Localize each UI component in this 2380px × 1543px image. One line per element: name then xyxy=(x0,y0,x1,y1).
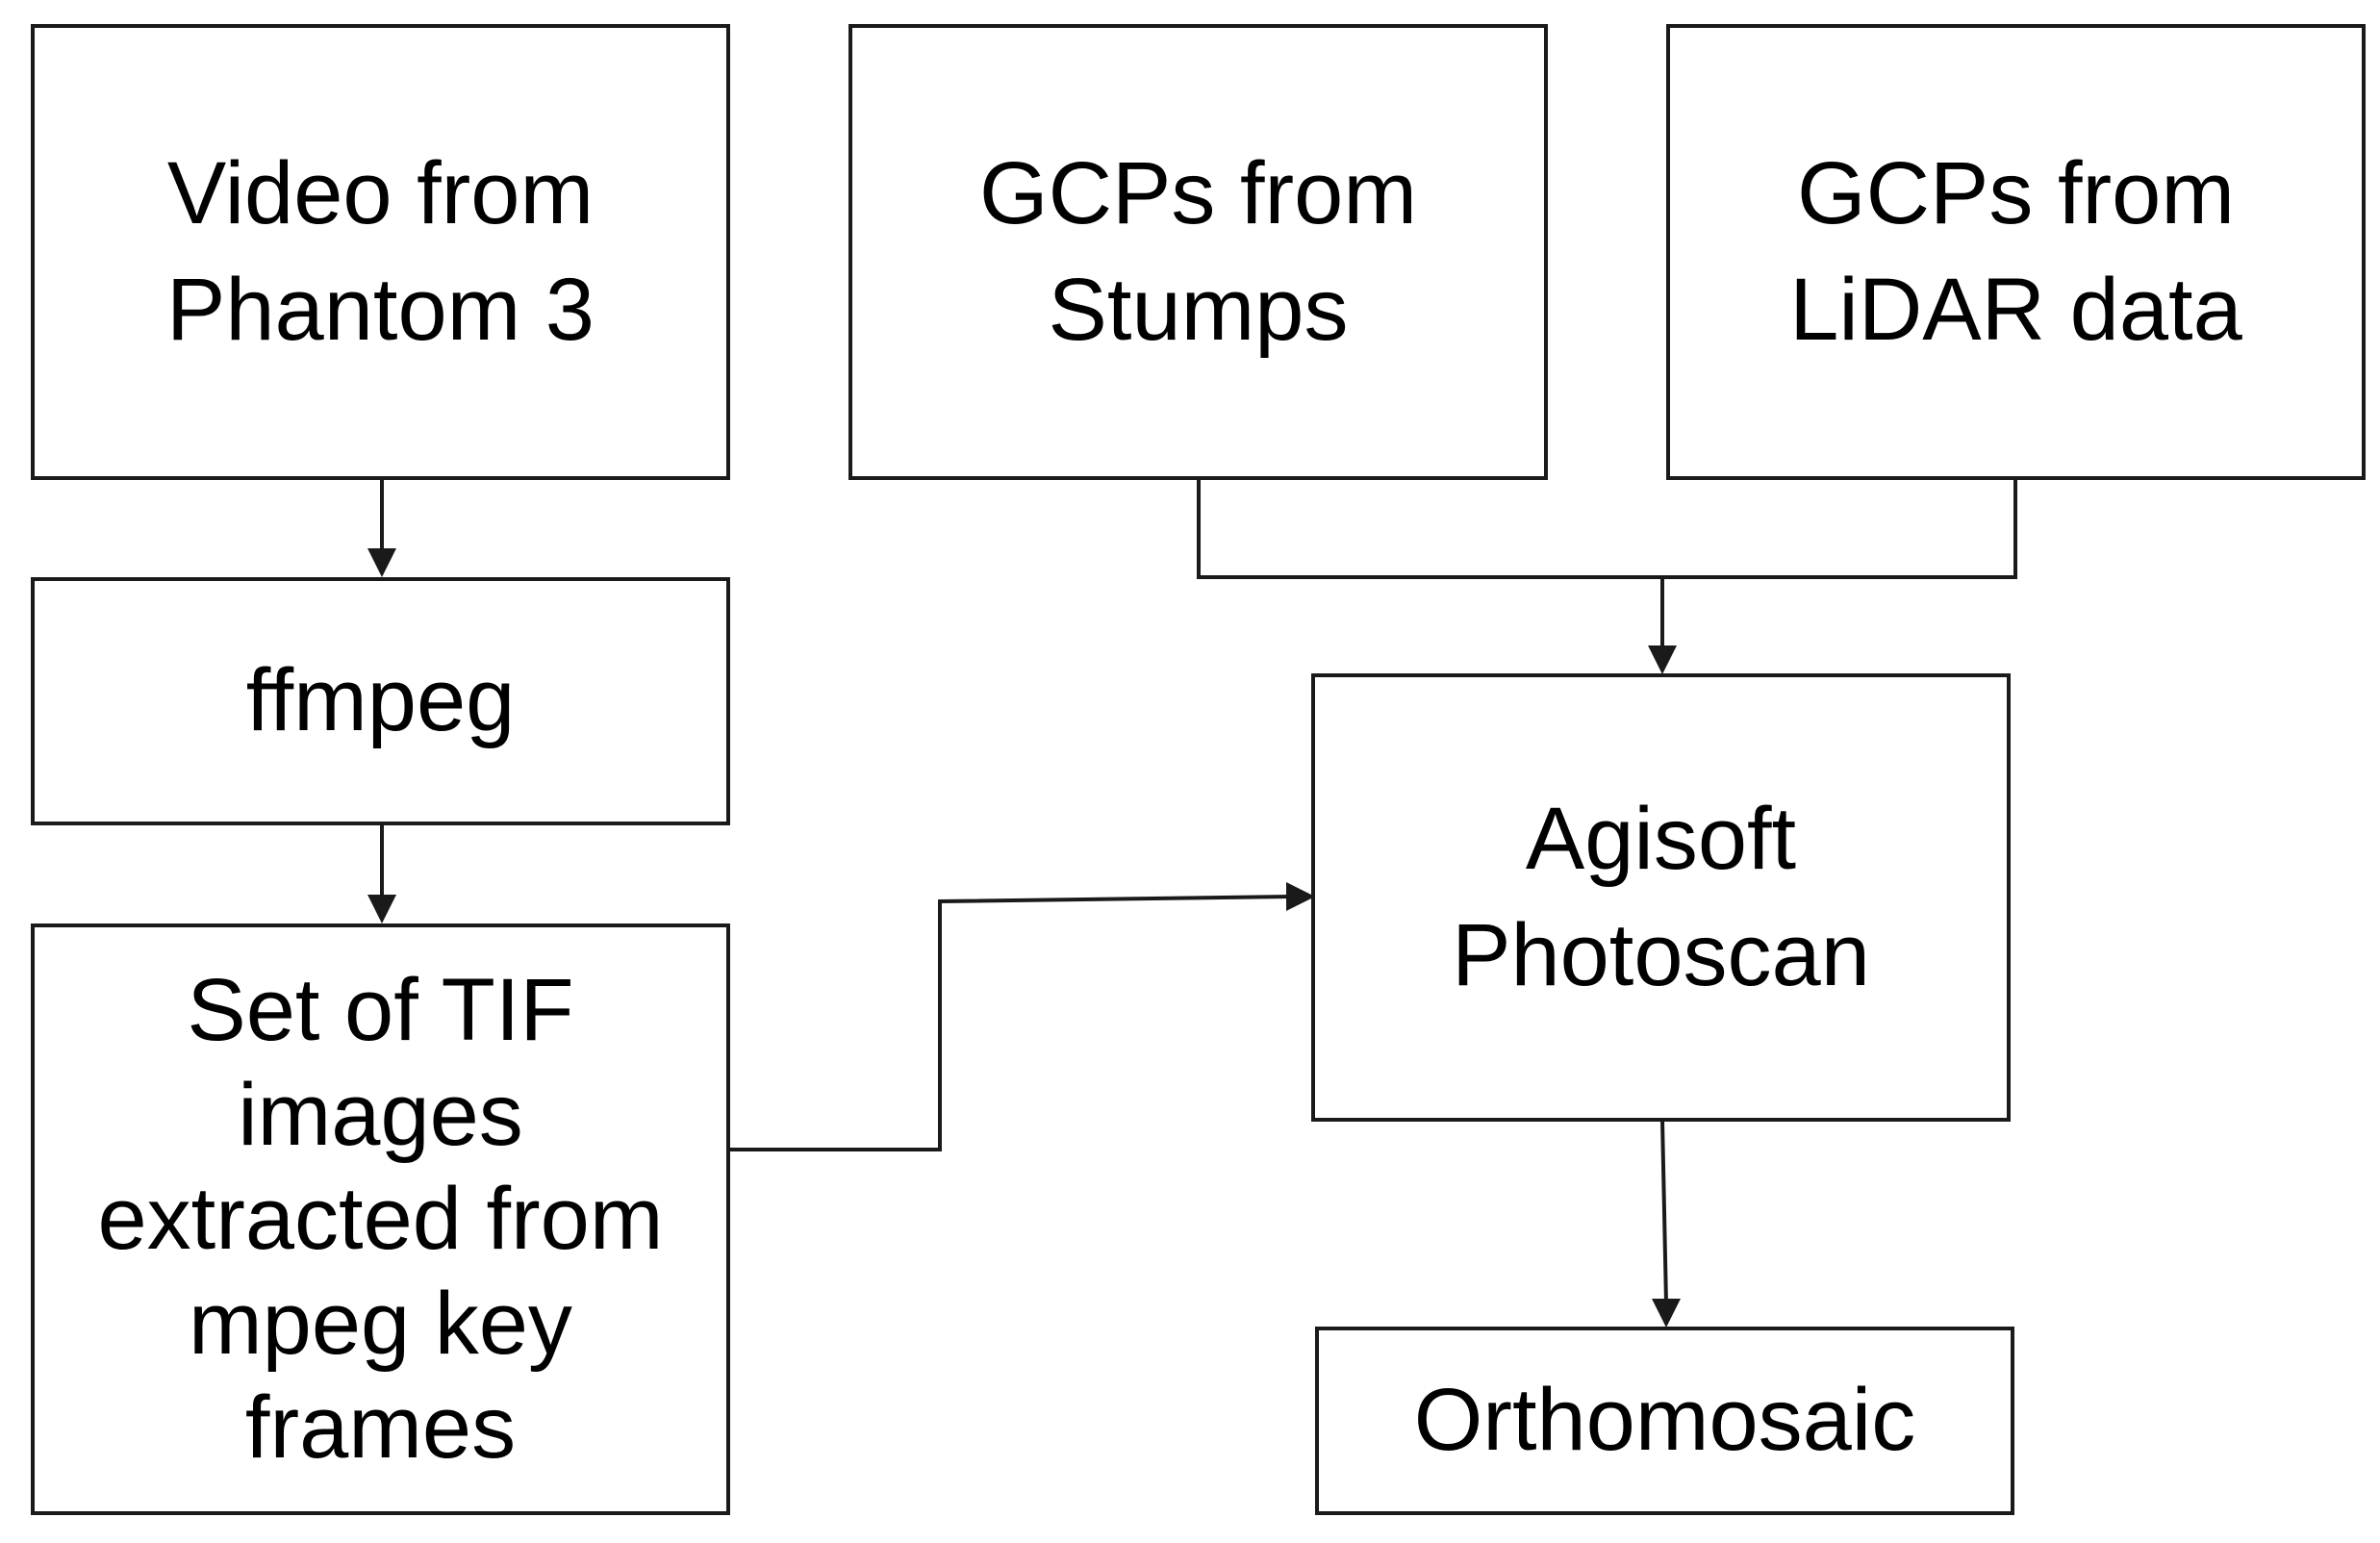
video-source-box: Video from Phantom 3 xyxy=(31,24,730,480)
orthomosaic-box: Orthomosaic xyxy=(1315,1327,2014,1515)
orthomosaic-label: Orthomosaic xyxy=(1413,1371,1916,1470)
edge-ffmpeg-to-tif-images xyxy=(367,823,396,923)
ffmpeg-box: ffmpeg xyxy=(31,577,730,825)
gcps-lidar-box: GCPs from LiDAR data xyxy=(1666,24,2366,480)
edge-gcps-to-photoscan xyxy=(1197,478,2017,674)
video-source-label: Video from Phantom 3 xyxy=(166,143,595,359)
photoscan-box: Agisoft Photoscan xyxy=(1311,673,2011,1122)
edge-photoscan-to-orthomosaic xyxy=(1652,1119,1681,1328)
tif-images-label: Set of TIF images extracted from mpeg ke… xyxy=(97,961,664,1478)
gcps-stumps-label: GCPs from Stumps xyxy=(979,143,1417,359)
photoscan-label: Agisoft Photoscan xyxy=(1452,789,1870,1004)
gcps-lidar-label: GCPs from LiDAR data xyxy=(1789,143,2242,359)
edge-video-to-ffmpeg xyxy=(367,478,396,577)
gcps-stumps-box: GCPs from Stumps xyxy=(848,24,1548,480)
tif-images-box: Set of TIF images extracted from mpeg ke… xyxy=(31,923,730,1515)
edge-tif-images-to-photoscan xyxy=(728,882,1315,1151)
ffmpeg-label: ffmpeg xyxy=(245,651,516,750)
